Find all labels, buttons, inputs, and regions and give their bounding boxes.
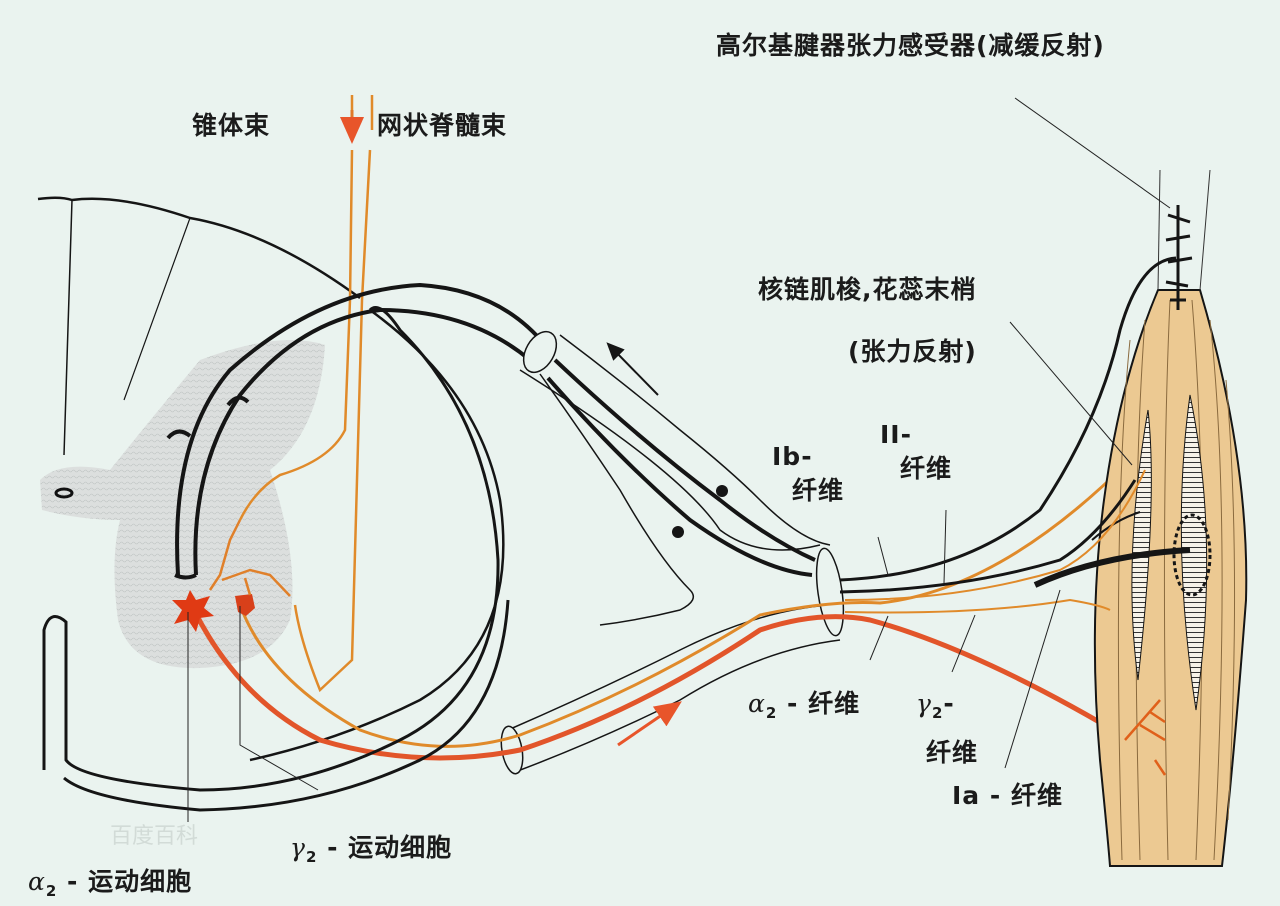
alpha-motor-neuron	[172, 590, 214, 632]
alpha2-fiber-label: α2 - 纤维	[748, 689, 861, 722]
central-canal	[54, 487, 74, 499]
interneuron-branches	[208, 519, 291, 597]
ia-fiber-label: Ia - 纤维	[952, 781, 1063, 810]
tension-reflex-label: (张力反射)	[848, 337, 977, 366]
motor-endplate	[1124, 699, 1167, 776]
orange-gamma-fibers	[844, 469, 1146, 614]
pointer-lines	[869, 97, 1171, 769]
dorsal-root-fibers	[546, 358, 816, 577]
synapse-caps	[166, 395, 250, 440]
golgi-tendon-organ	[1165, 205, 1193, 310]
watermark: 百度百科	[110, 824, 199, 849]
muscle-afferents	[839, 256, 1191, 594]
alpha2-motor-cell-label: α2 - 运动细胞	[28, 867, 193, 900]
ib-fiber-label: Ib- 纤维	[772, 442, 845, 505]
ventral-root-loop	[42, 306, 510, 812]
muscle-belly	[1093, 169, 1248, 867]
annulospiral-ending	[1172, 513, 1212, 597]
golgi-tendon-label: 高尔基腱器张力感受器(减缓反射)	[716, 31, 1105, 60]
gray-matter	[40, 340, 325, 669]
ganglion-cell-1	[716, 485, 728, 497]
nuclear-chain-label: 核链肌梭,花蕊末梢	[758, 275, 977, 304]
gamma2-motor-cell-label: γ2 - 运动细胞	[290, 833, 453, 866]
dorsal-root-afferents	[174, 282, 547, 580]
intrafusal-spindle-right	[1180, 394, 1208, 711]
reticulospinal-tract-label: 网状脊髓束	[377, 111, 508, 140]
intrafusal-spindle-left	[1131, 409, 1152, 681]
ganglion-cell-2	[672, 526, 684, 538]
ii-fiber-label: II- 纤维	[880, 420, 953, 483]
gamma2-fiber-label: γ2- 纤维	[916, 689, 979, 767]
pyramidal-tract-label: 锥体束	[192, 111, 271, 140]
efferent-fibers	[192, 458, 1133, 761]
dorsal-root-tube	[519, 330, 831, 626]
